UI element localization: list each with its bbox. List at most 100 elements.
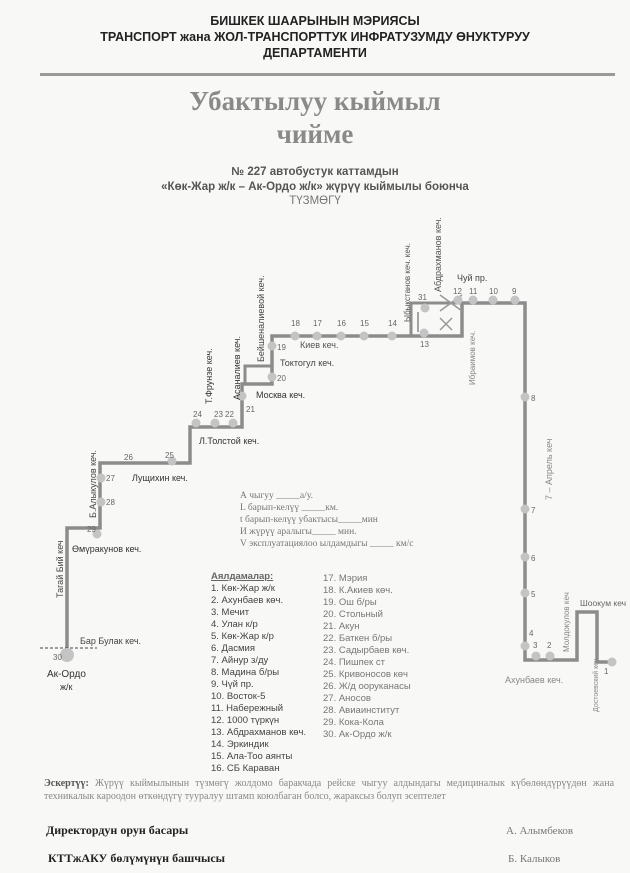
bus-stop-icon bbox=[237, 391, 247, 401]
stop-number-label: 10 bbox=[489, 287, 498, 296]
stop-list-item: 26. Ж/д ооруканасы bbox=[323, 681, 411, 692]
bus-stop-icon bbox=[336, 331, 346, 341]
bus-stop-icon bbox=[290, 331, 300, 341]
stop-list-item: 27. Аносов bbox=[323, 693, 371, 704]
street-label-omurakunov: Өмүракунов кеч. bbox=[72, 544, 141, 554]
street-label-kiev: Киев кеч. bbox=[300, 340, 339, 350]
street-label-akhunbaev: Ахунбаев кеч. bbox=[505, 675, 563, 685]
stop-number-label: 27 bbox=[106, 474, 115, 483]
street-label-toktogul: Токтогул кеч. bbox=[280, 358, 334, 368]
stop-number-label: 6 bbox=[531, 554, 536, 563]
header-divider bbox=[40, 73, 615, 76]
bus-stop-icon bbox=[96, 497, 106, 507]
street-label-tolstoy: Л.Толстой кеч. bbox=[199, 436, 259, 446]
street-label-moskva: Москва кеч. bbox=[256, 390, 305, 400]
param-a: А чыгуу _____а/у. bbox=[240, 491, 313, 501]
blocked-cross-icon bbox=[439, 317, 453, 331]
bus-stop-icon bbox=[210, 418, 220, 428]
bus-stop-icon bbox=[312, 331, 322, 341]
stop-number-label: 18 bbox=[291, 319, 300, 328]
street-label-dostoevsky: Достоевский кеч. bbox=[592, 656, 600, 712]
stop-number-label: 7 bbox=[531, 506, 536, 515]
street-label-erkindik: Ыбыкстанов кеч. кеч. bbox=[403, 243, 412, 322]
stop-list-item: 28. Авиаинститут bbox=[323, 705, 400, 716]
param-l: L барып-келүү _____км. bbox=[240, 503, 339, 513]
stop-number-label: 22 bbox=[225, 410, 234, 419]
stop-list-item: 21. Акун bbox=[323, 621, 360, 632]
stop-number-label: 21 bbox=[246, 405, 255, 414]
stop-list-item: 12. 1000 түркүн bbox=[211, 715, 280, 726]
bus-stop-icon bbox=[92, 529, 102, 539]
route-parameters: А чыгуу _____а/у. L барып-келүү _____км.… bbox=[240, 490, 413, 550]
bus-stop-icon bbox=[267, 341, 277, 351]
bus-stop-icon bbox=[531, 651, 541, 661]
header-line-2: ТРАНСПОРТ жана ЖОЛ-ТРАНСПОРТТУК ИНФРАТУЗ… bbox=[100, 30, 530, 44]
stop-list-item: 22. Баткен б/ры bbox=[323, 633, 393, 644]
street-label-beishenalieva: Бейшеналиевой кеч. bbox=[256, 275, 266, 362]
stop-list-item: 20. Стольный bbox=[323, 609, 383, 620]
stop-list-item: 25. Кривоносов көч bbox=[323, 669, 408, 680]
header-line-3: ДЕПАРТАМЕНТИ bbox=[263, 46, 367, 60]
stop-number-label: 28 bbox=[106, 498, 115, 507]
bus-stop-icon bbox=[453, 295, 463, 305]
street-label-frunze: Т.Фрунзе кеч. bbox=[204, 348, 214, 404]
street-label-tagai-bii: Тагай Бий кеч bbox=[55, 540, 65, 598]
note-label: Эскертүү: bbox=[44, 778, 89, 789]
stops-heading: Аялдамалар: bbox=[211, 571, 274, 582]
street-label-terminal-b: ж/к bbox=[60, 682, 73, 692]
stop-list-item: 3. Мечит bbox=[211, 607, 250, 618]
bus-stop-icon bbox=[191, 418, 201, 428]
street-label-asanaliev: Асаналиев кеч. bbox=[232, 336, 242, 400]
signature-name-1: А. Алымбеков bbox=[506, 825, 574, 837]
param-v: V эксплуатациялоо ылдамдыгы _____ км/с bbox=[240, 539, 414, 549]
stop-number-label: 17 bbox=[313, 319, 322, 328]
stop-number-label: 23 bbox=[214, 410, 223, 419]
param-i: И жүрүү аралыгы_____ мин. bbox=[240, 527, 357, 537]
signature-position-2: КТТжАКУ бөлүмүнүн башчысы bbox=[48, 851, 226, 865]
stop-list-item: 23. Садырбаев көч. bbox=[323, 645, 410, 656]
stop-number-label: 12 bbox=[453, 287, 462, 296]
bus-stop-icon bbox=[488, 295, 498, 305]
street-label-chuy: Чуй пр. bbox=[457, 273, 487, 283]
bus-stop-icon bbox=[420, 303, 430, 313]
stop-number-label: 30 bbox=[53, 653, 62, 662]
stop-list-item: 4. Улан к/р bbox=[211, 619, 258, 630]
bus-stop-icon bbox=[520, 392, 530, 402]
stop-list-item: 19. Ош б/ры bbox=[323, 597, 377, 608]
stop-list-item: 2. Ахунбаев көч. bbox=[211, 595, 284, 606]
stop-list-item: 11. Набережный bbox=[211, 703, 284, 714]
stop-number-label: 15 bbox=[360, 319, 369, 328]
stop-number-label: 4 bbox=[529, 629, 534, 638]
bus-stop-icon bbox=[387, 331, 397, 341]
stop-number-label: 13 bbox=[420, 340, 429, 349]
stop-list-item: 7. Айнур з/ду bbox=[211, 655, 269, 666]
stop-number-label: 9 bbox=[512, 287, 517, 296]
toktogul-detour-box bbox=[243, 364, 274, 386]
stop-number-label: 26 bbox=[124, 453, 133, 462]
street-label-shookum: Шоокум кеч bbox=[580, 598, 626, 608]
street-label-moldokulov: Молдокулов кеч bbox=[562, 592, 571, 652]
stop-number-label: 1 bbox=[604, 667, 609, 676]
stop-number-label: 20 bbox=[277, 374, 286, 383]
note: Эскертүү: Жүрүү кыймылынын түзмөгү жолдо… bbox=[44, 777, 614, 803]
street-label-abdrakhmanov: Абдрахманов кеч. bbox=[433, 217, 443, 292]
stop-list-item: 10. Восток-5 bbox=[211, 691, 266, 702]
stop-number-label: 11 bbox=[469, 287, 478, 296]
title-line-1: Убактылуу кыймыл bbox=[189, 86, 441, 116]
bus-stop-icon bbox=[520, 588, 530, 598]
stop-number-label: 31 bbox=[418, 293, 427, 302]
stop-number-label: 3 bbox=[533, 641, 538, 650]
street-label-terminal-a: Ак-Ордо bbox=[47, 669, 86, 680]
stop-list-item: 15. Ала-Тоо аянты bbox=[211, 751, 293, 762]
bus-stop-icon bbox=[359, 331, 369, 341]
street-label-bar-bulak: Бар Булак кеч. bbox=[80, 636, 141, 646]
stop-list-item: 1. Көк-Жар ж/к bbox=[211, 583, 275, 594]
bus-stop-icon bbox=[607, 657, 617, 667]
stop-number-label: 25 bbox=[165, 451, 174, 460]
stop-list-item: 24. Пишпек ст bbox=[323, 657, 385, 668]
stop-list-item: 5. Көк-Жар к/р bbox=[211, 631, 274, 642]
bus-stop-icon bbox=[96, 473, 106, 483]
